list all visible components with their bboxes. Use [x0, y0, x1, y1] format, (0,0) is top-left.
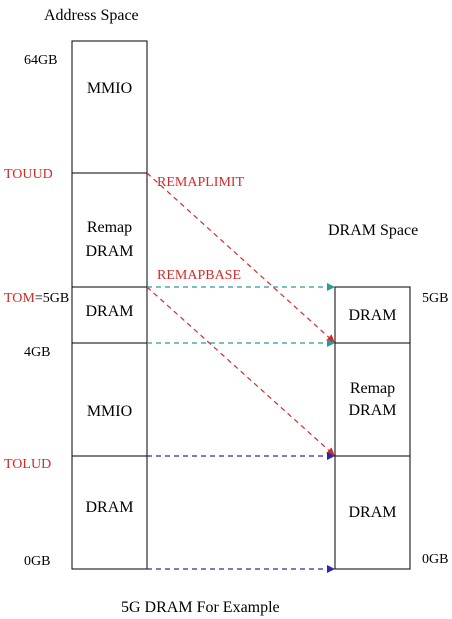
label-tom-value: =5GB	[35, 291, 69, 306]
label-4gb: 4GB	[24, 345, 50, 360]
left-block-remap-line1: Remap	[87, 219, 132, 236]
diagram-caption: 5G DRAM For Example	[121, 599, 280, 616]
label-remapbase: REMAPBASE	[157, 268, 241, 283]
label-64gb: 64GB	[24, 53, 57, 68]
right-block-dram-low: DRAM	[348, 504, 396, 521]
arrow-remaplimit	[146, 172, 335, 343]
label-tolud: TOLUD	[4, 457, 51, 472]
right-block-remap-line2: DRAM	[348, 402, 396, 419]
label-5gb-right: 5GB	[422, 291, 448, 306]
label-tom-name: TOM	[4, 291, 35, 306]
left-block-dram-mid: DRAM	[85, 303, 133, 320]
left-block-dram-low: DRAM	[85, 499, 133, 516]
right-block-remap-line1: Remap	[350, 380, 395, 397]
label-tom: TOM=5GB	[4, 291, 69, 306]
dram-space-column	[334, 286, 411, 570]
right-block-dram-top: DRAM	[348, 307, 396, 324]
left-block-remap-line2: DRAM	[85, 243, 133, 260]
address-space-title: Address Space	[44, 7, 139, 24]
address-space-column	[71, 40, 148, 570]
label-remaplimit: REMAPLIMIT	[157, 175, 245, 190]
left-block-mmio-low: MMIO	[87, 403, 132, 420]
arrow-remapbase	[146, 286, 335, 456]
left-block-mmio-top: MMIO	[87, 80, 132, 97]
dram-space-title: DRAM Space	[328, 222, 418, 239]
label-0gb-left: 0GB	[24, 554, 50, 569]
label-0gb-right: 0GB	[422, 552, 448, 567]
label-touud: TOUUD	[4, 167, 53, 182]
